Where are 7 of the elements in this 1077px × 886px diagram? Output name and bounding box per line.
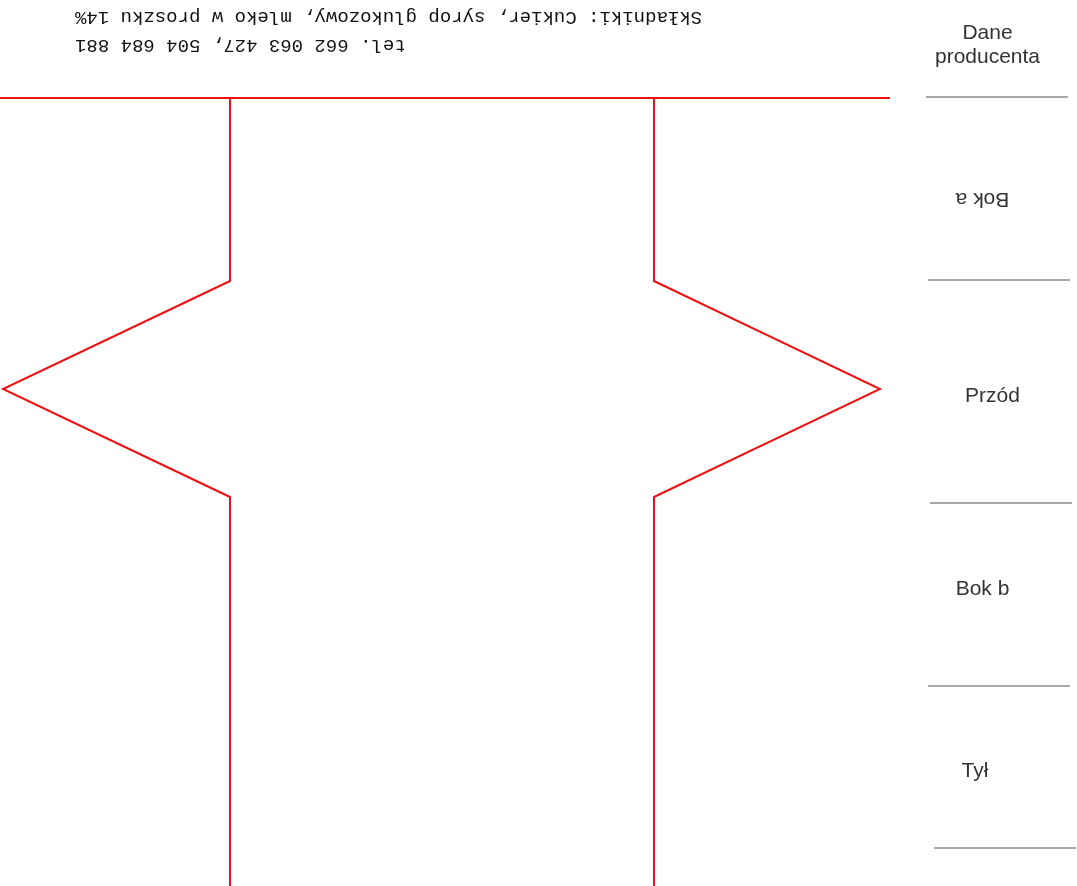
panel-label: Przód [964, 383, 1021, 407]
panel-label: Bok a [954, 188, 1011, 212]
contact-text: tel. 662 063 427, 504 684 881 [75, 34, 406, 56]
ingredients-text: Składniki: Cukier, syrop glukozowy, mleko w proszku 14% [75, 6, 703, 28]
panel-label: Bok b [954, 576, 1011, 600]
panel-label: Tył [960, 758, 990, 782]
panel-label: Dane producenta [933, 20, 1042, 68]
